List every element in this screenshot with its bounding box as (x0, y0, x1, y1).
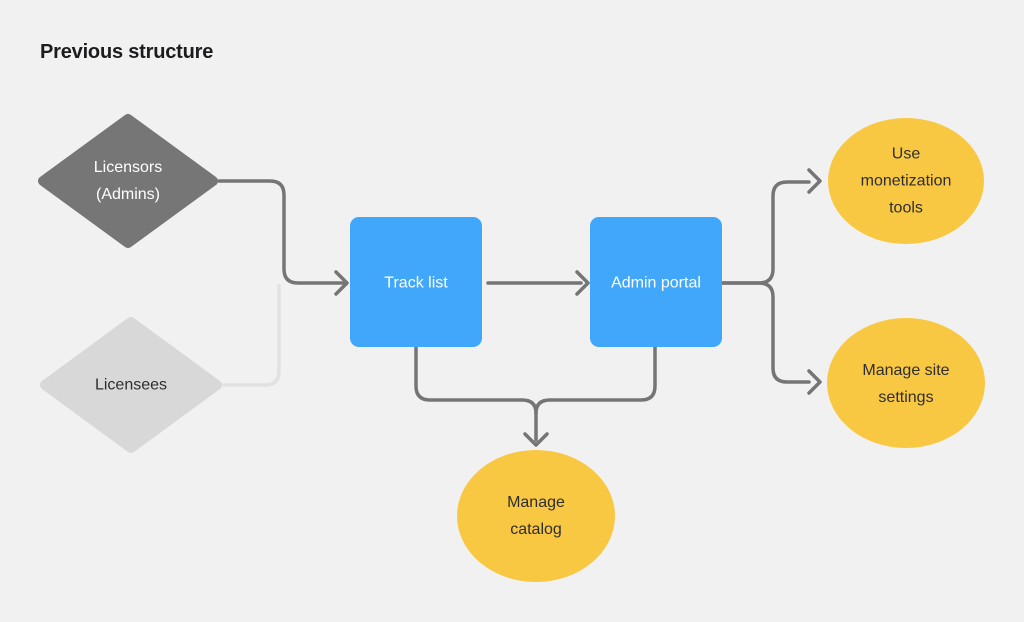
edge-adminportal-managecatalog (534, 345, 657, 415)
node-sitesettings-ellipse (827, 318, 985, 448)
node-tracklist-rect (350, 217, 482, 347)
edge-licensors-tracklist (217, 179, 346, 285)
arrowhead-into-tracklist (334, 270, 349, 296)
edge-adminportal-sitesettings (720, 281, 811, 384)
node-monetization-ellipse (828, 118, 984, 244)
node-licensees-diamond (40, 317, 222, 453)
arrowhead-into-sitesettings (807, 369, 822, 395)
node-managecatalog-ellipse (457, 450, 615, 582)
node-licensors-diamond (38, 114, 218, 248)
node-adminportal-rect (590, 217, 722, 347)
edge-tracklist-managecatalog (414, 345, 538, 442)
arrowhead-into-monetization (807, 168, 822, 194)
edge-adminportal-monetization (720, 180, 811, 285)
arrowhead-into-adminportal (575, 270, 590, 296)
edge-licensees-tracklist (222, 284, 281, 387)
arrowhead-into-managecatalog (523, 432, 549, 447)
page-title: Previous structure (40, 41, 214, 63)
